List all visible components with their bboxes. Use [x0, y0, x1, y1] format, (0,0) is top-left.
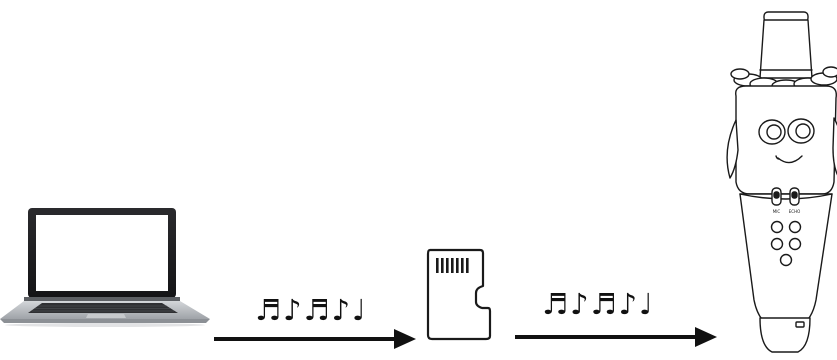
mic-label: MIC — [773, 209, 781, 214]
control-button — [770, 237, 784, 251]
music-notes-1: ♬♪♬♪♩ — [255, 293, 368, 327]
laptop-icon — [0, 208, 210, 327]
character-head — [735, 85, 837, 195]
echo-label: ECHO — [789, 209, 800, 214]
play-pause-button — [779, 253, 793, 267]
laptop-screen — [36, 215, 168, 291]
sd-card-contacts — [436, 258, 469, 273]
micro-sd-card-icon — [426, 248, 492, 341]
right-leaf — [832, 117, 837, 176]
control-button — [788, 237, 802, 251]
music-notes-2: ♬♪♬♪♩ — [542, 287, 655, 321]
cartoon-microphone-icon: MIC ECHO — [726, 11, 837, 353]
right-arrow-icon — [214, 329, 416, 349]
control-button — [770, 220, 784, 234]
smile — [777, 155, 803, 164]
left-leaf — [726, 119, 739, 179]
right-arrow-icon — [515, 327, 717, 347]
laptop-keyboard — [28, 303, 178, 313]
control-button — [788, 220, 802, 234]
